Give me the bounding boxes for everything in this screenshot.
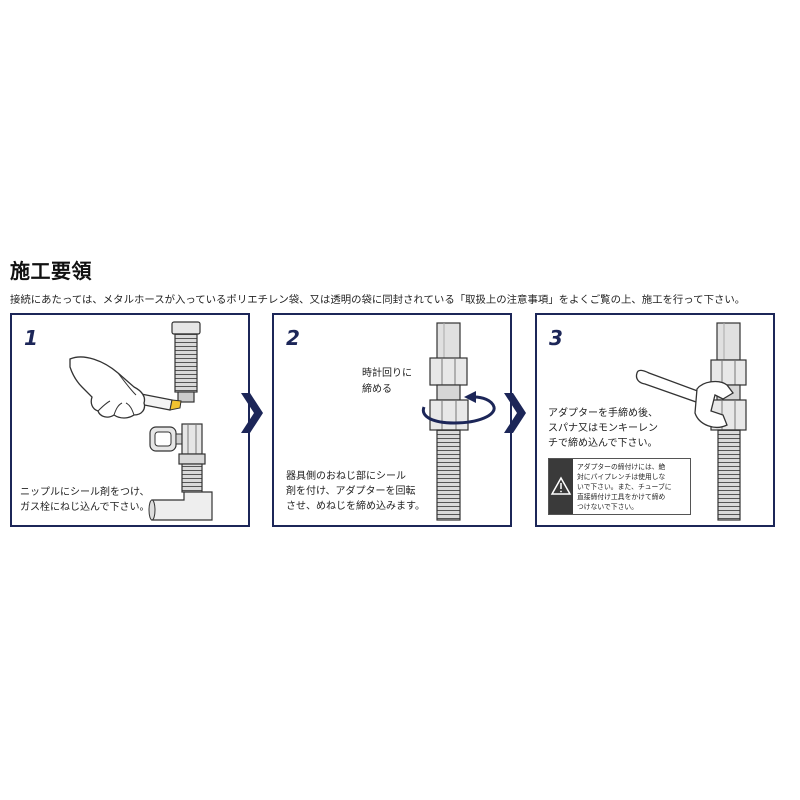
step-3-description: アダプターを手締め後、 スパナ又はモンキーレン チで締め込んで下さい。: [548, 406, 658, 451]
rotation-callout: 時計回りに 締める: [362, 366, 412, 398]
chevron-right-icon: [241, 393, 263, 433]
step-1-description: ニップルにシール剤をつけ、 ガス栓にねじ込んで下さい。: [20, 485, 150, 515]
step-3-panel: 3 アダプターを手締め後、 スパナ又はモンキーレン チで締め込んで下さい。 アダ…: [535, 313, 775, 527]
warning-line: いで下さい。また、チューブに: [577, 483, 672, 491]
wrench: [635, 369, 734, 428]
warning-line: 直接締付け工具をかけて締め: [577, 493, 666, 501]
chevron-right-icon: [504, 393, 526, 433]
warning-box: アダプターの締付けには、絶 対にパイプレンチは使用しな いで下さい。また、チュー…: [548, 458, 691, 515]
step-number: 2: [286, 326, 300, 350]
warning-line: つけないで下さい。: [577, 503, 638, 511]
warning-icon-panel: [549, 459, 573, 514]
description-line: ガス栓にねじ込んで下さい。: [20, 502, 150, 513]
warning-triangle-icon: [550, 476, 572, 495]
description-line: ニップルにシール剤をつけ、: [20, 487, 150, 498]
step-2-panel: 2 時計回りに 締める 器具側のおねじ部にシール 剤を付け、アダプターを回転 さ…: [272, 313, 512, 527]
description-line: させ、めねじを締め込みます。: [286, 501, 425, 512]
description-line: スパナ又はモンキーレン: [548, 423, 658, 434]
description-line: アダプターを手締め後、: [548, 408, 658, 419]
warning-line: 対にパイプレンチは使用しな: [577, 473, 666, 481]
description-line: 器具側のおねじ部にシール: [286, 471, 406, 482]
description-line: チで締め込んで下さい。: [548, 438, 658, 449]
step-2-illustration: [421, 322, 496, 521]
hose-fitting: [171, 321, 201, 403]
page-title: 施工要領: [10, 259, 92, 283]
warning-line: アダプターの締付けには、絶: [577, 463, 666, 471]
hand: [69, 356, 146, 419]
callout-line: 時計回りに: [362, 368, 412, 379]
description-line: 剤を付け、アダプターを回転: [286, 486, 416, 497]
pipe-assembly: [429, 322, 469, 521]
step-number: 3: [549, 326, 563, 350]
callout-line: 締める: [362, 384, 392, 395]
step-1-illustration: [69, 321, 213, 521]
step-number: 1: [24, 326, 38, 350]
step-2-description: 器具側のおねじ部にシール 剤を付け、アダプターを回転 させ、めねじを締め込みます…: [286, 469, 425, 514]
step-1-panel: 1 ニップルにシール剤をつけ、 ガス栓にねじ込んで下さい。: [10, 313, 250, 527]
gas-valve: [148, 423, 213, 521]
warning-text: アダプターの締付けには、絶 対にパイプレンチは使用しな いで下さい。また、チュー…: [577, 462, 672, 512]
intro-text: 接続にあたっては、メタルホースが入っているポリエチレン袋、又は透明の袋に同封され…: [10, 294, 746, 306]
step-3-illustration: [635, 322, 747, 521]
clockwise-arrow-icon: [421, 391, 496, 425]
